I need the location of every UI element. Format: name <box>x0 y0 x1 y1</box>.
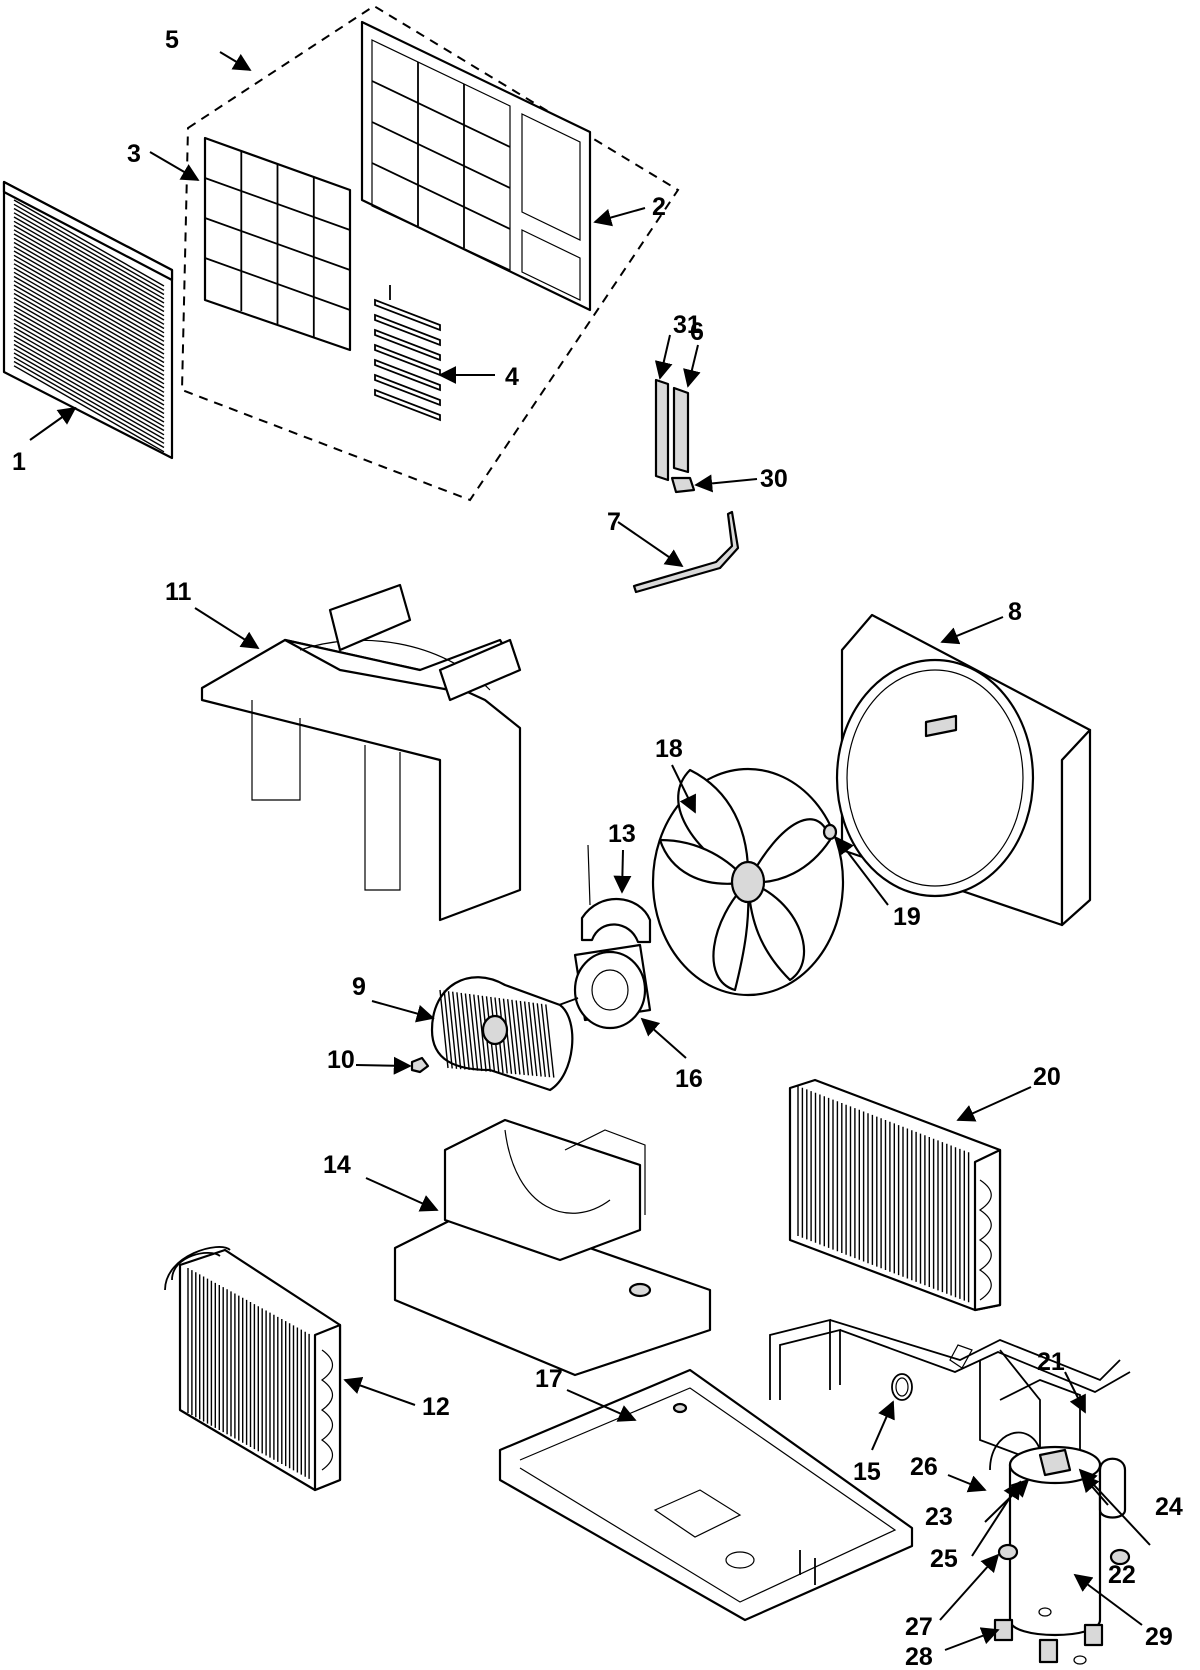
callout-2: 2 <box>652 193 666 221</box>
callout-12: 12 <box>422 1393 450 1421</box>
callout-11: 11 <box>165 578 192 606</box>
callout-9: 9 <box>352 973 366 1001</box>
part-evaporator-housing <box>200 583 522 922</box>
callout-7: 7 <box>607 508 621 536</box>
callout-17: 17 <box>535 1365 563 1393</box>
part-clip-30 <box>670 476 696 494</box>
callout-30: 30 <box>760 465 788 493</box>
part-front-grille <box>2 180 174 460</box>
part-fan-motor <box>539 943 652 1030</box>
callout-3: 3 <box>127 140 141 168</box>
part-blower-wheel <box>430 976 574 1092</box>
part-nut-19 <box>822 823 838 841</box>
part-nut-10 <box>410 1056 430 1074</box>
callout-14: 14 <box>323 1151 351 1179</box>
part-linkage-rod <box>632 510 740 594</box>
callout-29: 29 <box>1145 1623 1173 1651</box>
part-base-pan <box>498 1368 914 1622</box>
part-tubing-assembly <box>769 1318 1131 1471</box>
callout-25: 25 <box>930 1545 958 1573</box>
callout-16: 16 <box>675 1065 703 1093</box>
callout-8: 8 <box>1008 598 1022 626</box>
part-filter-frame <box>203 136 352 352</box>
part-motor-mount <box>580 844 652 944</box>
callout-18: 18 <box>655 735 683 763</box>
part-blower-housing <box>393 1118 712 1377</box>
callout-15: 15 <box>853 1458 881 1486</box>
callout-22: 22 <box>1108 1561 1136 1589</box>
part-bracket-31 <box>654 378 670 482</box>
callout-31: 31 <box>673 311 701 339</box>
part-louver-set <box>374 285 441 422</box>
callout-labels: 1 2 3 4 5 6 7 8 9 10 11 12 13 14 15 16 1… <box>12 26 1183 1670</box>
part-evaporator-coil <box>164 1246 342 1492</box>
callout-21: 21 <box>1037 1348 1065 1376</box>
callout-20: 20 <box>1033 1063 1061 1091</box>
part-capillary-ring <box>891 1373 913 1401</box>
callout-23: 23 <box>925 1503 953 1531</box>
part-bracket-6 <box>672 386 690 474</box>
part-compressor <box>1008 1445 1127 1637</box>
callout-26: 26 <box>910 1453 938 1481</box>
callout-24: 24 <box>1155 1493 1183 1521</box>
callout-6: 6 <box>690 318 704 346</box>
callout-27: 27 <box>905 1613 933 1641</box>
callout-10: 10 <box>327 1046 355 1074</box>
callout-13: 13 <box>608 820 636 848</box>
part-axial-fan <box>651 767 845 997</box>
kit-outline-dashed <box>180 4 680 502</box>
callout-28: 28 <box>905 1643 933 1670</box>
part-condenser-coil <box>788 1078 1002 1312</box>
callout-1: 1 <box>12 448 26 476</box>
callout-19: 19 <box>893 903 921 931</box>
callout-5: 5 <box>165 26 179 54</box>
leader-lines <box>29 51 1151 1651</box>
part-front-panel <box>360 20 592 312</box>
callout-4: 4 <box>505 363 519 391</box>
part-condenser-shroud <box>835 613 1092 927</box>
